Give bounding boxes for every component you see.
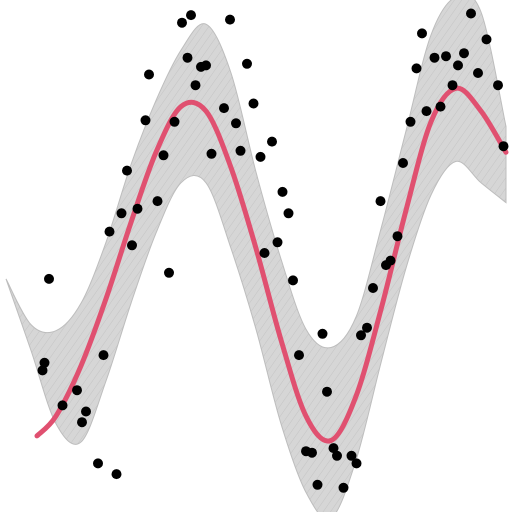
data-point: [362, 322, 372, 333]
data-point: [39, 357, 50, 368]
data-point: [182, 52, 193, 63]
data-point: [346, 450, 357, 461]
data-point: [405, 116, 416, 127]
data-point: [356, 330, 366, 341]
data-point: [312, 479, 323, 490]
data-point: [201, 60, 211, 71]
data-point: [392, 231, 403, 242]
data-point: [104, 226, 115, 237]
fit-line-layer: [34, 85, 509, 444]
data-point: [493, 80, 503, 91]
data-point: [44, 273, 54, 284]
data-point: [116, 208, 127, 219]
data-point: [152, 196, 163, 207]
data-point: [459, 48, 469, 59]
data-point: [411, 63, 422, 74]
data-point: [447, 80, 458, 91]
data-point: [140, 115, 151, 126]
data-point: [231, 118, 241, 129]
data-point: [81, 406, 91, 417]
data-point: [398, 158, 408, 168]
data-point: [435, 101, 446, 112]
data-point: [144, 69, 154, 80]
data-point: [288, 275, 298, 286]
data-points-layer: [37, 8, 509, 493]
data-point: [248, 98, 259, 109]
data-point: [57, 400, 68, 411]
data-point: [242, 58, 252, 69]
data-point: [498, 141, 509, 152]
data-point: [385, 255, 396, 266]
data-point: [122, 165, 132, 176]
data-point: [169, 116, 180, 127]
data-point: [186, 10, 196, 21]
data-point: [429, 52, 440, 63]
data-point: [307, 447, 317, 458]
data-point: [72, 385, 82, 396]
data-point: [421, 106, 432, 117]
data-point: [294, 350, 304, 361]
data-point: [111, 469, 122, 480]
data-point: [98, 350, 109, 361]
fit-line: [34, 85, 509, 444]
data-point: [272, 237, 283, 248]
data-point: [317, 328, 328, 339]
data-point: [127, 240, 137, 251]
data-point: [177, 17, 187, 28]
data-point: [164, 267, 174, 278]
data-point: [235, 145, 246, 156]
data-point: [255, 151, 266, 162]
data-point: [375, 196, 386, 207]
data-point: [368, 283, 378, 293]
data-point: [328, 443, 339, 454]
data-point: [466, 8, 476, 19]
data-point: [190, 80, 201, 91]
data-point: [37, 365, 48, 376]
data-point: [441, 51, 451, 62]
data-point: [351, 458, 362, 469]
data-point: [93, 458, 103, 469]
data-point: [206, 148, 217, 159]
data-point: [473, 68, 483, 78]
data-point: [338, 482, 349, 493]
data-point: [453, 60, 463, 71]
data-point: [132, 203, 143, 214]
data-point: [77, 417, 87, 428]
data-point: [259, 248, 270, 258]
data-point: [158, 150, 169, 161]
data-point: [267, 136, 277, 147]
data-point: [283, 208, 294, 219]
data-point: [332, 450, 342, 461]
data-point: [322, 386, 332, 397]
data-point: [277, 186, 288, 197]
data-point: [417, 28, 427, 39]
data-point: [219, 103, 229, 114]
data-point: [481, 34, 492, 45]
data-point: [225, 14, 235, 25]
